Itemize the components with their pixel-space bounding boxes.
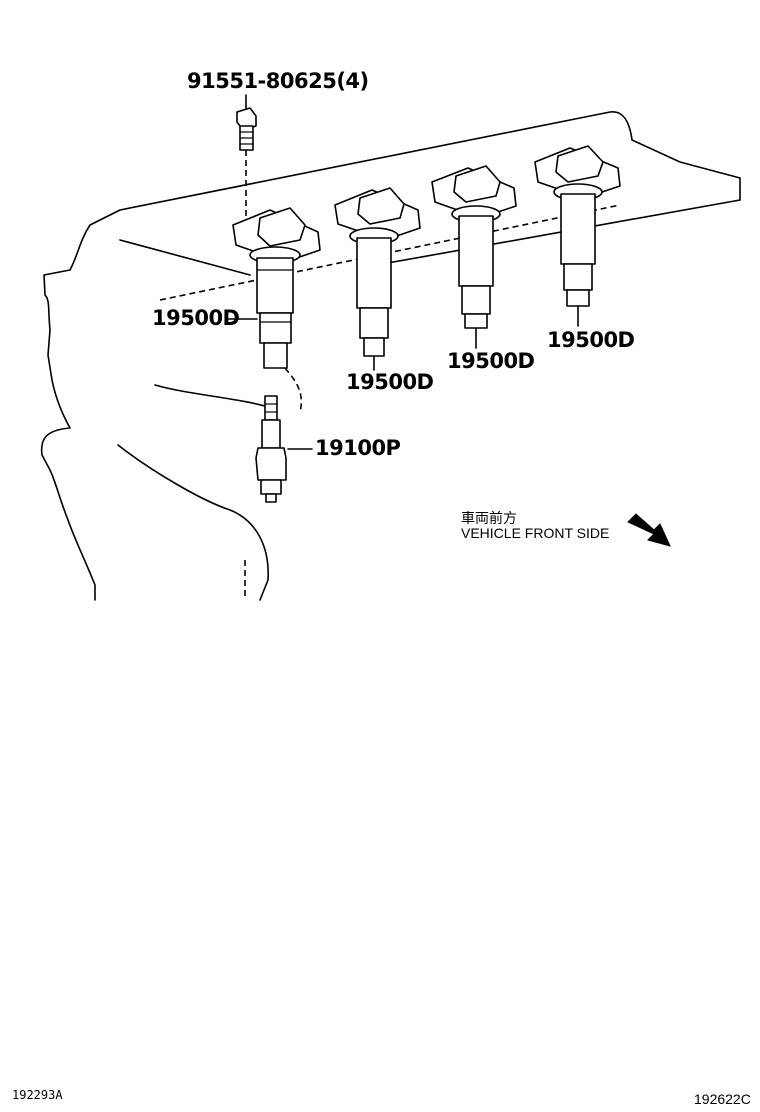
leader-lines xyxy=(227,318,313,450)
direction-label-japanese: 車両前方 xyxy=(461,510,517,526)
engine-cover-outline xyxy=(40,111,741,601)
coil-1-part-number: 19500D xyxy=(152,306,240,330)
coil-3-part-number: 19500D xyxy=(447,349,535,373)
ignition-coil-1 xyxy=(232,207,321,413)
spark-plug-part-number: 19100P xyxy=(315,436,401,460)
ignition-coil-4 xyxy=(534,145,621,327)
footer-right-code: 192622C xyxy=(694,1091,751,1107)
ignition-coil-2 xyxy=(334,187,421,371)
ignition-coil-3 xyxy=(431,165,517,349)
arrow-down-right-icon xyxy=(627,513,671,547)
footer-left-code: 192293A xyxy=(12,1088,63,1102)
bolt-part-number: 91551-80625(4) xyxy=(187,69,369,93)
coil-2-part-number: 19500D xyxy=(346,370,434,394)
coil-4-part-number: 19500D xyxy=(547,328,635,352)
direction-label-english: VEHICLE FRONT SIDE xyxy=(461,525,610,541)
spark-plug-part xyxy=(255,395,287,503)
bolt-part xyxy=(236,94,257,220)
